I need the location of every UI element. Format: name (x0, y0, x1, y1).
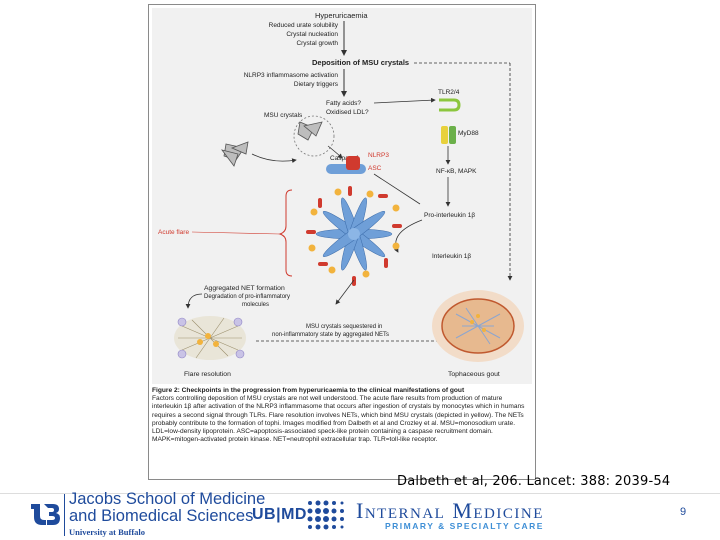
logo-divider (64, 494, 65, 536)
arrow-fatty-to-tlr (373, 97, 436, 104)
ubmd-logo: UB|MD (252, 506, 307, 523)
figure-caption: Figure 2: Checkpoints in the progression… (152, 387, 532, 444)
school-line-2: and Biomedical Sciences (69, 507, 254, 525)
myd88-block-b (449, 126, 456, 144)
label-dietary-triggers: Dietary triggers (294, 81, 339, 88)
label-msu-crystals: MSU crystals (264, 112, 303, 119)
net-web-image (174, 316, 246, 360)
label-oxidised-ldl: Oxidised LDL? (326, 109, 369, 116)
label-reduced-solubility: Reduced urate solubility (269, 22, 339, 29)
dot-grid-logo-icon (307, 500, 344, 530)
footer-divider (0, 493, 720, 494)
internal-medicine-title: Internal Medicine (356, 498, 544, 523)
neutrophil-star (315, 197, 393, 271)
school-line-1: Jacobs School of Medicine (69, 490, 266, 508)
label-fatty-acids: Fatty acids? (326, 100, 361, 107)
tophus-image (432, 290, 524, 362)
tlr-receptor-shape (439, 98, 461, 112)
primary-specialty-subtitle: PRIMARY & SPECIALTY CARE (385, 521, 544, 531)
pathway-diagram: Hyperuricaemia Reduced urate solubility … (158, 11, 524, 378)
msu-crystal-dots (308, 188, 400, 278)
label-deposition: Deposition of MSU crystals (312, 58, 409, 67)
arrow-cell-to-caspase (327, 145, 343, 159)
flare-bracket-tick (191, 231, 281, 235)
label-nfkb: NF-κB, MAPK (436, 168, 477, 175)
label-crystal-growth: Crystal growth (296, 40, 338, 47)
label-caspase1: Caspase1 (330, 155, 360, 162)
crystal-cluster-top (297, 121, 323, 141)
arrow-net-to-resolution (185, 293, 203, 309)
arrow-caspase-to-il1b (373, 173, 421, 205)
label-asc: ASC (368, 165, 382, 172)
label-sequestration-2: non-inflammatory state by aggregated NET… (272, 332, 389, 338)
arrow-crystals-to-cell (251, 153, 297, 164)
label-acute-flare: Acute flare (158, 229, 189, 236)
university-name: University at Buffalo (69, 527, 146, 537)
school-name: Jacobs School of Medicine and Biomedical… (69, 491, 265, 525)
label-aggregated-net: Aggregated NET formation (204, 285, 285, 292)
myd88-block-a (441, 126, 448, 144)
label-flare-resolution: Flare resolution (184, 371, 231, 378)
label-crystal-nucleation: Crystal nucleation (286, 31, 338, 38)
label-nlrp3-activation: NLRP3 inflammasome activation (244, 72, 339, 79)
figure-caption-body: Factors controlling deposition of MSU cr… (152, 395, 525, 444)
citation: Dalbeth et al, 206. Lancet: 388: 2039-54 (397, 474, 671, 489)
label-pro-il1b: Pro-interleukin 1β (424, 212, 475, 219)
label-tophaceous-gout: Tophaceous gout (448, 371, 500, 378)
phagocyte-cell (293, 115, 335, 157)
label-myd88: MyD88 (458, 130, 479, 137)
flare-bracket (278, 189, 293, 277)
ub-logo-icon (31, 504, 60, 525)
label-degradation-2: molecules (242, 302, 269, 308)
page-number: 9 (680, 506, 687, 518)
crystal-cluster-left (221, 141, 249, 167)
arrow-flare-to-net (335, 279, 355, 305)
cytokine-pills (306, 186, 402, 286)
inflammasome-core (346, 156, 360, 170)
label-il1b: Interleukin 1β (432, 253, 471, 260)
label-nlrp3: NLRP3 (368, 152, 389, 159)
label-tlr: TLR2/4 (438, 89, 460, 96)
label-hyperuricaemia: Hyperuricaemia (315, 11, 368, 20)
label-sequestration-1: MSU crystals sequestered in (306, 324, 382, 330)
figure-caption-title: Figure 2: Checkpoints in the progression… (152, 387, 465, 394)
label-degradation-1: Degradation of pro-inflammatory (204, 294, 290, 300)
